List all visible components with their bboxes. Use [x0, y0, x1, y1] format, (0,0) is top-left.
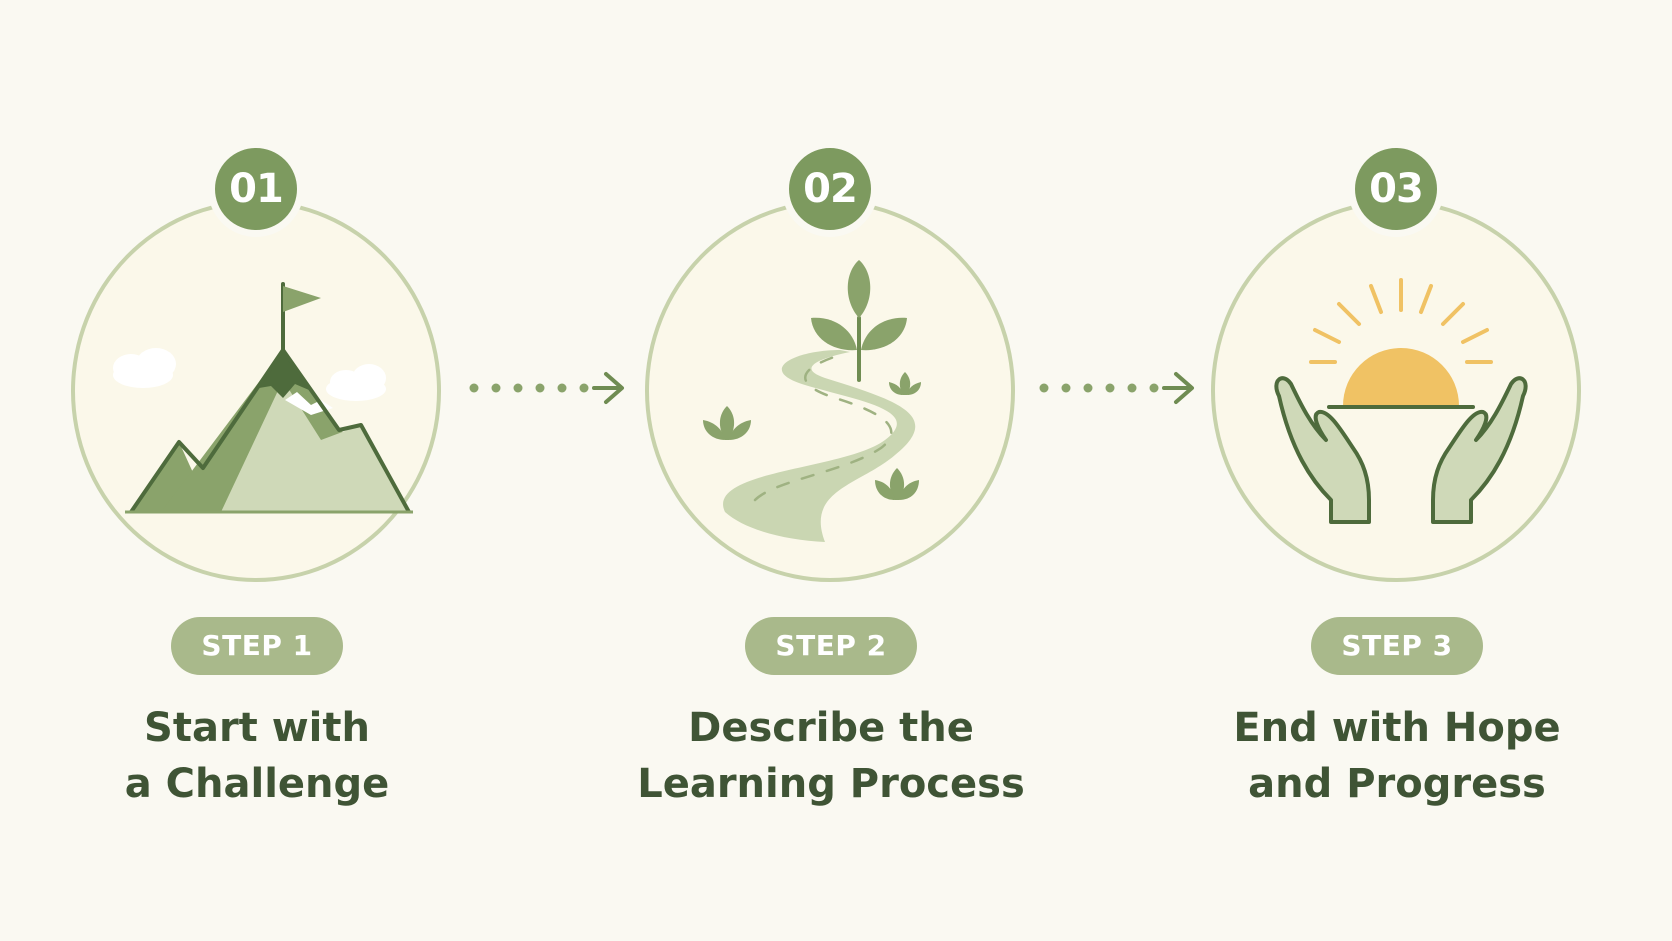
step-title: Start with a Challenge — [27, 700, 487, 812]
dotted-arrow-icon — [1039, 372, 1194, 404]
step-2: 02 STEP 2 Describe the Learning Process — [621, 0, 1041, 941]
step-label-pill: STEP 1 — [171, 617, 343, 675]
dotted-arrow-icon — [469, 372, 624, 404]
step-title-line: End with Hope — [1233, 705, 1561, 751]
step-number-badge: 01 — [208, 141, 304, 237]
step-number-badge: 03 — [1348, 141, 1444, 237]
step-title-line: Learning Process — [637, 761, 1025, 807]
mountain-flag-icon — [113, 282, 413, 514]
step-3: 03 STEP 3 End with Hope and Progress — [1187, 0, 1607, 941]
step-1: 01 STEP 1 Start with a Challenge — [47, 0, 467, 941]
step-title-line: Start with — [144, 705, 370, 751]
hands-sunrise-icon — [1274, 278, 1528, 524]
step-label-pill: STEP 2 — [745, 617, 917, 675]
step-title: Describe the Learning Process — [601, 700, 1061, 812]
step-title-line: a Challenge — [124, 761, 390, 807]
step-title: End with Hope and Progress — [1167, 700, 1627, 812]
winding-path-sprout-icon — [703, 260, 921, 542]
step-title-line: and Progress — [1248, 761, 1546, 807]
step-number-badge: 02 — [782, 141, 878, 237]
step-title-line: Describe the — [688, 705, 974, 751]
step-label-pill: STEP 3 — [1311, 617, 1483, 675]
